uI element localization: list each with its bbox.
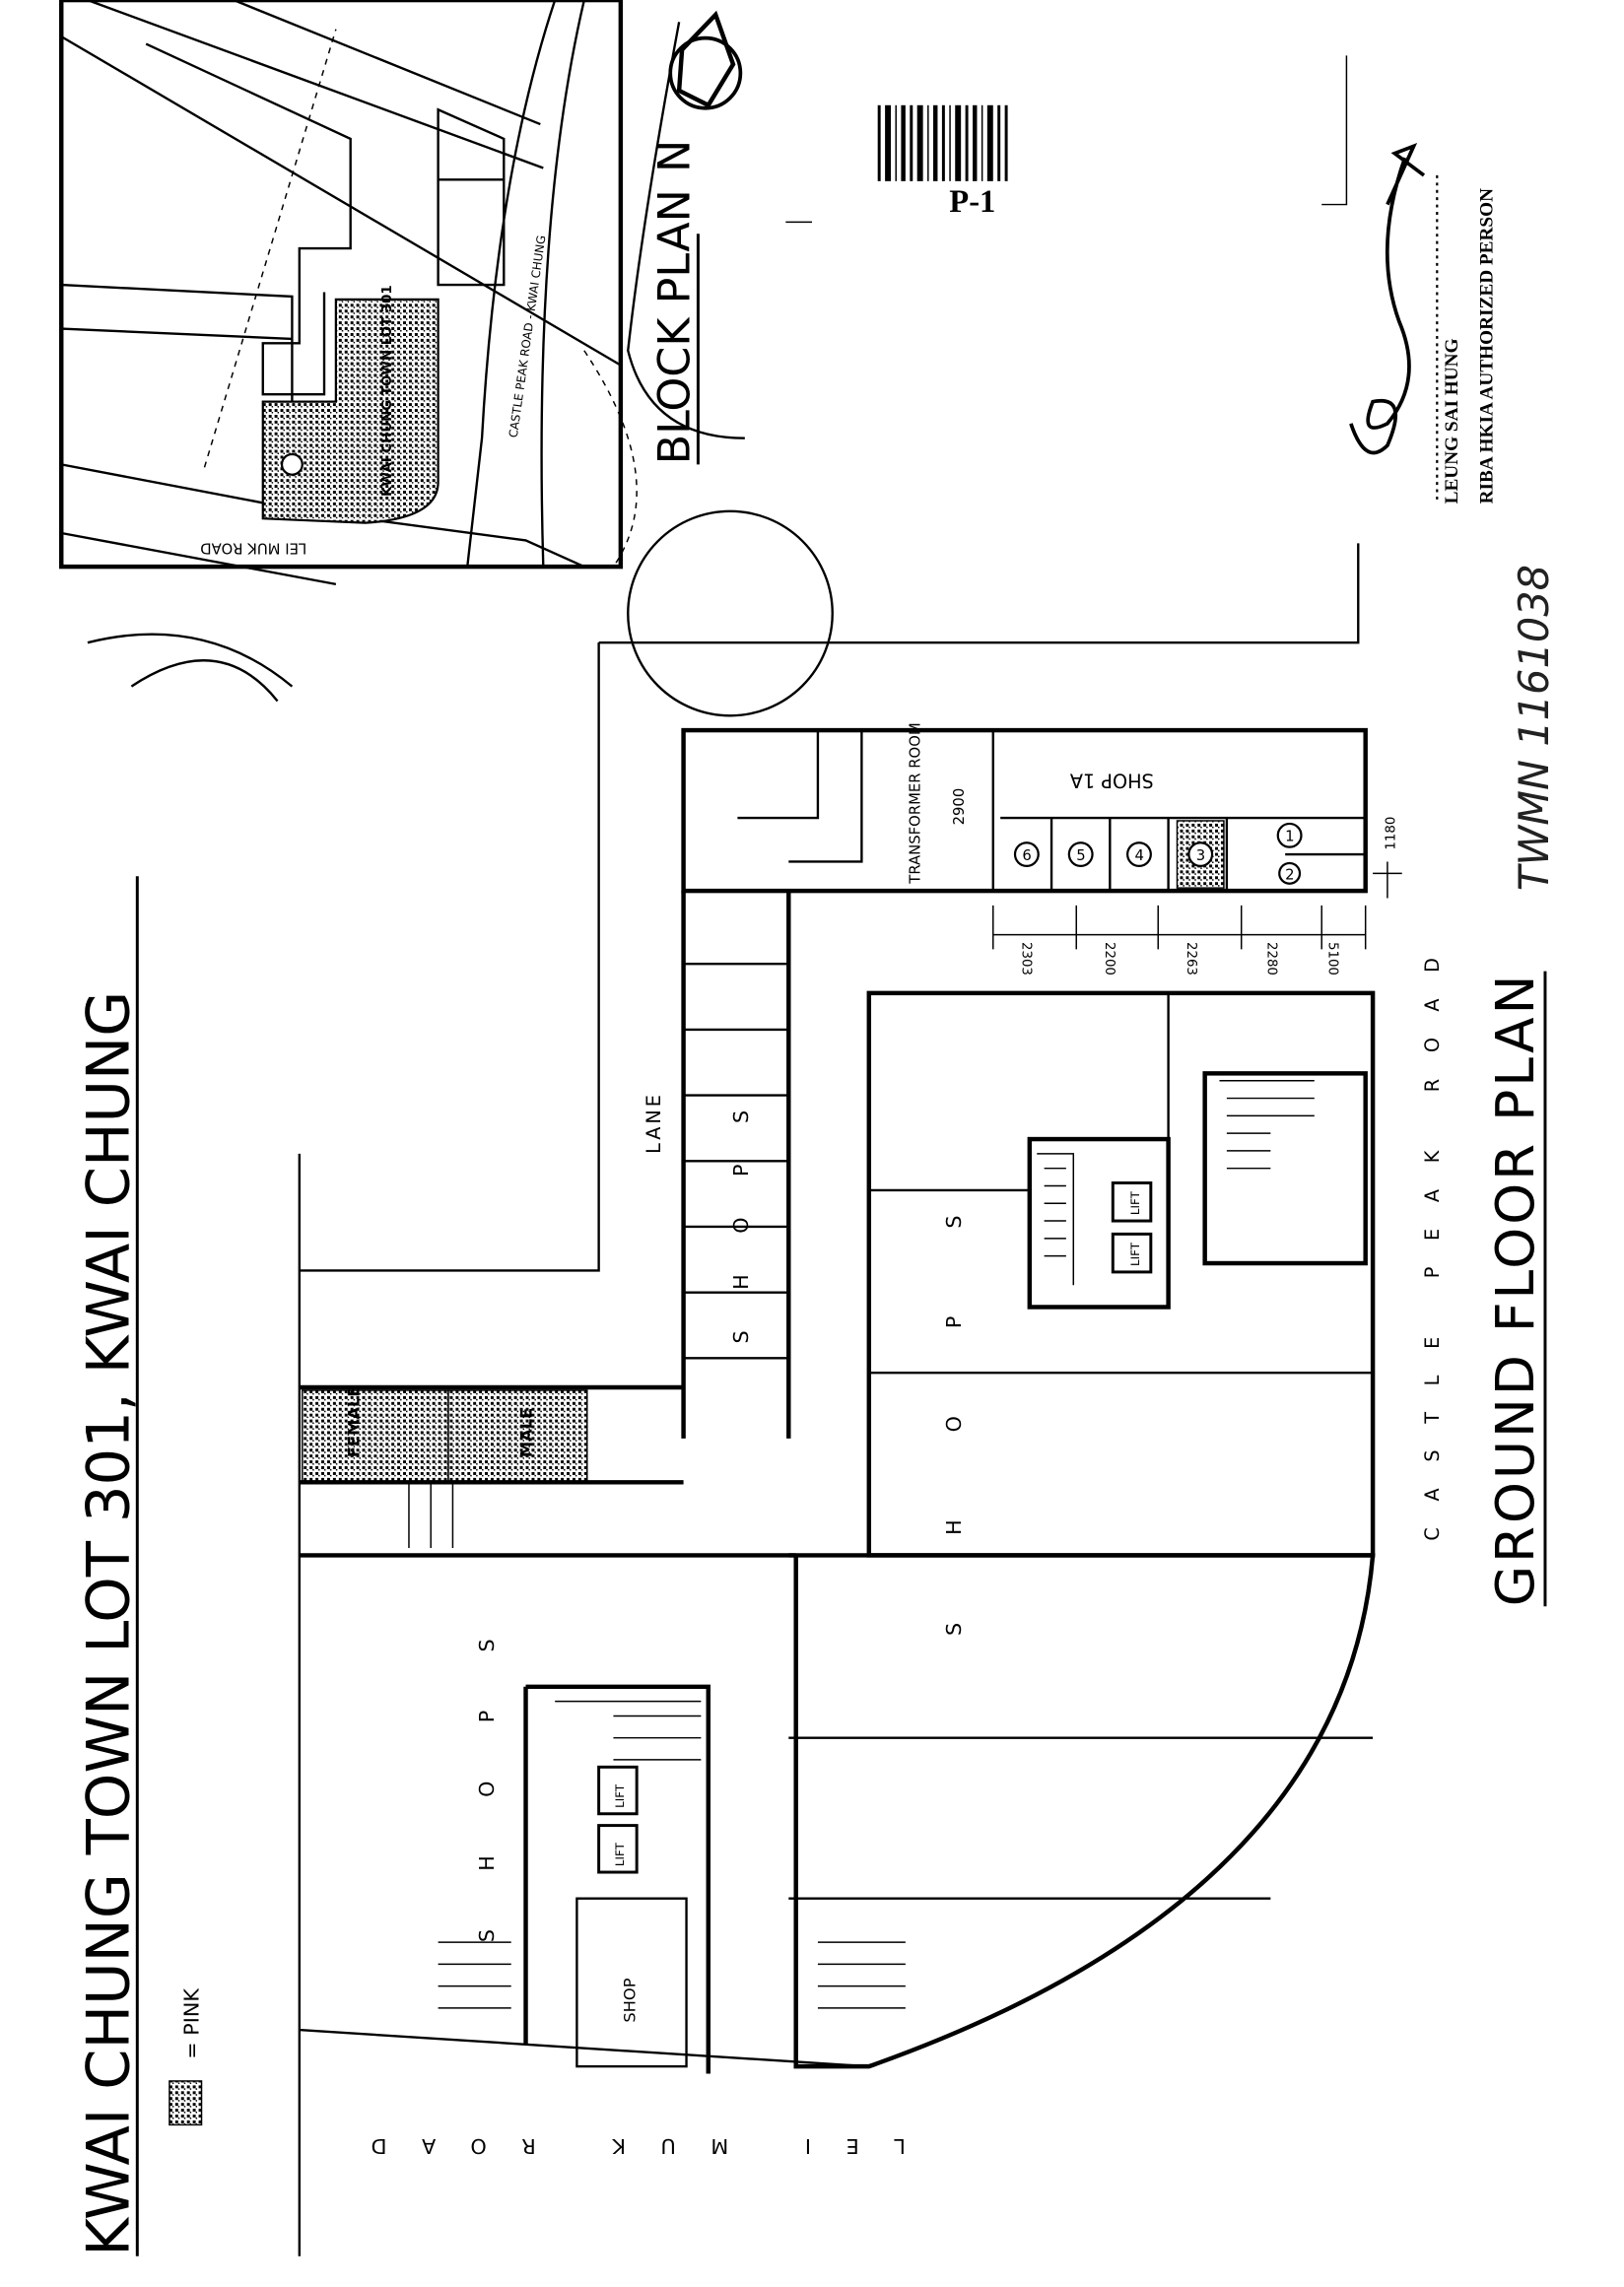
svg-text:LIFT: LIFT	[613, 1842, 627, 1866]
svg-text:LIFT: LIFT	[1128, 1190, 1142, 1215]
building-walls	[299, 727, 1376, 2074]
svg-text:5: 5	[1076, 847, 1085, 864]
dimension-chain: 2303 2200 2263 2280 5100 1180	[992, 817, 1402, 975]
lot-301-hatched-site	[261, 298, 440, 524]
female-toilet-label: FEMALE	[345, 1386, 364, 1458]
transformer-room-dimension: 2900	[951, 788, 968, 826]
unit-5: 5	[1067, 841, 1094, 868]
handwritten-reference: TWMN 1161038	[1510, 565, 1558, 891]
road-castle-peak-label: CASTLE PEAK ROAD	[1421, 931, 1444, 1540]
unit-2: 2	[1278, 861, 1302, 885]
lift-right-1: LIFT	[1111, 1181, 1153, 1223]
barcode	[877, 104, 1008, 181]
male-toilet-hatched	[447, 1389, 588, 1482]
svg-text:2: 2	[1285, 866, 1294, 883]
transformer-room-label: TRANSFORMER ROOM	[908, 722, 924, 884]
dimension-2280: 2280	[1263, 942, 1278, 975]
ground-floor-plan-title: GROUND FLOOR PLAN	[1484, 973, 1546, 1607]
dimension-2263: 2263	[1184, 942, 1198, 975]
legend-pink-swatch	[169, 2080, 203, 2126]
signatory-qualification: RIBA HKIA AUTHORIZED PERSON	[1477, 188, 1498, 504]
block-plan-lot-label: KWAI CHUNG TOWN LOT 301	[380, 285, 395, 497]
north-label: N	[650, 140, 701, 172]
female-toilet-hatched	[302, 1389, 449, 1482]
sheet-title: KWAI CHUNG TOWN LOT 301, KWAI CHUNG	[74, 991, 142, 2256]
shops-label-west: SHOPS	[475, 1581, 499, 1942]
handwritten-signature	[1349, 142, 1426, 455]
shop-label: SHOP	[621, 1978, 640, 2022]
ground-floor-plan: LIFT LIFT LIFT LIFT FEMALE MALE TRANSFOR…	[298, 543, 1547, 2256]
legend: = PINK	[169, 1987, 204, 2126]
shops-label-lane: SHOPS	[729, 1069, 753, 1343]
lift-left-1: LIFT	[597, 1765, 639, 1816]
unit-4: 4	[1126, 841, 1152, 868]
shop-1a-label: SHOP 1A	[1069, 770, 1154, 792]
unit-3: 3	[1187, 841, 1214, 868]
dimension-5100: 5100	[1325, 942, 1340, 975]
lift-left-2: LIFT	[597, 1824, 639, 1874]
dimension-2303: 2303	[1018, 942, 1033, 975]
signature-block: LEUNG SAI HUNG RIBA HKIA AUTHORIZED PERS…	[1349, 142, 1498, 504]
block-plan-heading: BLOCK PLAN N	[650, 10, 743, 464]
unit-numbers: 1 2 3 4 5 6	[1013, 822, 1303, 885]
svg-text:4: 4	[1135, 847, 1144, 864]
legend-label: = PINK	[180, 1987, 204, 2059]
svg-text:6: 6	[1022, 847, 1031, 864]
road-lane-label: LANE	[643, 1092, 665, 1154]
site-boundary	[298, 543, 1360, 2256]
male-toilet-label: MALE	[516, 1408, 535, 1457]
road-lei-muk-label: LEI MUK ROAD	[336, 2134, 906, 2158]
block-plan-linework	[60, 0, 834, 717]
svg-text:1: 1	[1285, 829, 1294, 845]
drawing-number: P-1	[949, 184, 995, 220]
block-plan-road-lei-muk: LEI MUK ROAD	[200, 539, 306, 556]
signatory-name: LEUNG SAI HUNG	[1442, 338, 1462, 504]
unit-6: 6	[1013, 841, 1040, 868]
shops-label-castle-peak: SHOPS	[942, 1128, 966, 1636]
north-arrow-icon	[668, 10, 743, 110]
block-plan-title: BLOCK PLAN	[650, 189, 701, 464]
lift-right-2: LIFT	[1111, 1232, 1153, 1274]
svg-text:LIFT: LIFT	[613, 1783, 627, 1808]
dimension-1180: 1180	[1384, 817, 1398, 850]
svg-text:LIFT: LIFT	[1128, 1242, 1142, 1266]
dimension-2200: 2200	[1102, 942, 1116, 975]
svg-text:3: 3	[1196, 847, 1205, 864]
unit-1: 1	[1276, 822, 1303, 848]
